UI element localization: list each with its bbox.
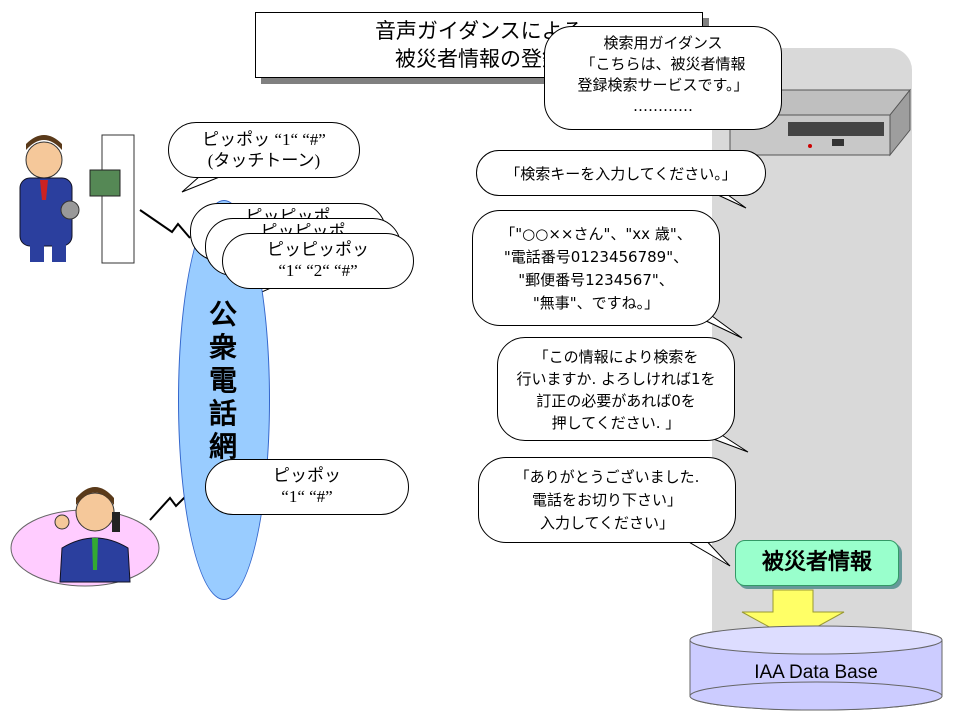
bubble-line: …………: [633, 97, 693, 115]
bubble-line: "無事"、ですね。」: [532, 294, 660, 312]
bubble-line: 「"○○××さん"、"xx 歳"、: [500, 225, 692, 243]
bubble-line: ピッピッポッ: [267, 240, 369, 259]
reply-bubble-confirm-info: 「"○○××さん"、"xx 歳"、 "電話番号0123456789"、 "郵便番…: [472, 210, 720, 326]
title-line-2: 被災者情報の登録: [395, 47, 563, 71]
bubble-line: 訂正の必要があれば0を: [536, 392, 696, 410]
bubble-line: 「検索キーを入力してください。」: [505, 165, 737, 183]
caller-bubble-digits: ピッピッポッ “1“ “2“ “#”: [222, 233, 414, 289]
bubble-line: “1“ “2“ “#”: [278, 261, 358, 280]
person-businessman-icon: [54, 487, 131, 583]
bubble-line: 行いますか. よろしければ1を: [516, 370, 716, 388]
server-column: [712, 48, 912, 688]
bubble-line: 登録検索サービスです。」: [577, 76, 749, 94]
bubble-line: 「こちらは、被災者情報: [580, 55, 746, 73]
reply-bubble-thanks: 「ありがとうございました. 電話をお切り下さい」 入力してください」: [478, 457, 736, 543]
database-label: IAA Data Base: [754, 662, 878, 683]
bubble-line: ピッポッ “1“ “#”: [202, 130, 326, 149]
bubble-line: 電話をお切り下さい」: [531, 491, 682, 509]
caller-bubble-confirm: ピッポッ “1“ “#”: [205, 459, 409, 515]
person-phonebooth-icon: [19, 134, 135, 264]
bubble-line: (タッチトーン): [207, 151, 321, 170]
caller-bubble-touchtone: ピッポッ “1“ “#” (タッチトーン): [168, 122, 360, 178]
bubble-line: “1“ “#”: [281, 487, 333, 506]
bubble-line: "電話番号0123456789"、: [503, 248, 689, 266]
guidance-bubble: 検索用ガイダンス 「こちらは、被災者情報 登録検索サービスです。」 …………: [544, 26, 782, 130]
reply-bubble-search-prompt: 「この情報により検索を 行いますか. よろしければ1を 訂正の必要があれば0を …: [497, 337, 735, 441]
bubble-line: 「この情報により検索を: [533, 348, 699, 366]
phone-line-top: [139, 209, 191, 239]
bubble-line: "郵便番号1234567"、: [518, 271, 674, 289]
reply-bubble-search-key: 「検索キーを入力してください。」: [476, 150, 766, 196]
bubble-tail: [181, 175, 223, 193]
bubble-line: ピッポッ: [273, 466, 341, 485]
network-label: 公衆電話網: [208, 298, 237, 463]
bubble-line: 検索用ガイダンス: [603, 34, 723, 52]
bubble-line: 「ありがとうございました.: [514, 468, 700, 486]
bubble-line: 入力してください」: [539, 514, 675, 532]
victim-info-label: 被災者情報: [735, 540, 899, 586]
bubble-line: 押してください. 」: [551, 414, 681, 432]
